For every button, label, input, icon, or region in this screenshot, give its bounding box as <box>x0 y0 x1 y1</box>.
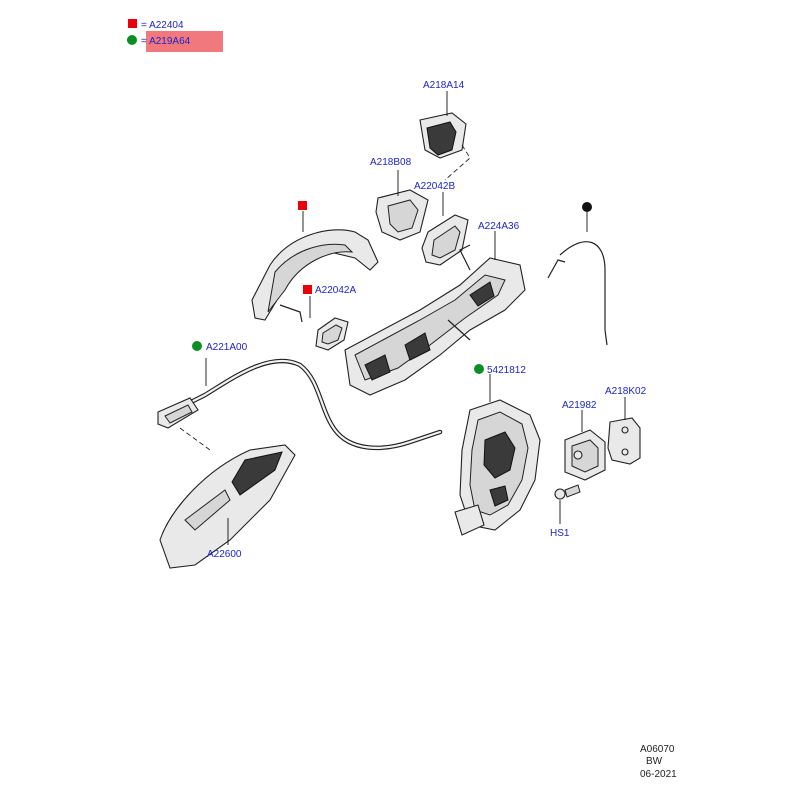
legend-circle-text: = A219A64 <box>141 36 191 47</box>
marker-black-cable <box>582 202 592 212</box>
label-a218b08: A218B08 <box>370 157 412 168</box>
label-a22600: A22600 <box>207 549 242 560</box>
part-a22042b-gasket <box>421 214 469 266</box>
marker-square-a22404 <box>298 201 307 210</box>
label-a218k02: A218K02 <box>605 386 647 397</box>
part-hs1-screw <box>554 484 581 500</box>
footer-code: A06070 <box>640 744 675 755</box>
part-a21982-striker <box>564 429 606 481</box>
label-5421812: 5421812 <box>487 365 526 376</box>
footer-type: BW <box>646 756 663 767</box>
label-a221a00: A221A00 <box>206 342 248 353</box>
label-a218a14: A218A14 <box>423 80 465 91</box>
part-a22404-outer-handle <box>251 229 379 323</box>
legend-square-text: = A22404 <box>141 20 184 31</box>
label-a224a36: A224A36 <box>478 221 520 232</box>
part-a224a36-bracket <box>344 244 526 396</box>
part-a218b08-bezel <box>375 189 429 241</box>
marker-circle-5421812 <box>474 364 484 374</box>
marker-square-a22042a <box>303 285 312 294</box>
footer-date: 06-2021 <box>640 769 677 780</box>
part-a218k02-shim <box>607 417 641 465</box>
part-a218a14-cap <box>419 112 467 159</box>
legend-square-marker <box>128 19 137 28</box>
label-hs1: HS1 <box>550 528 570 539</box>
label-a22042b: A22042B <box>414 181 455 192</box>
marker-circle-a221a00 <box>192 341 202 351</box>
legend-circle-marker <box>127 35 137 45</box>
part-a22042a-gasket <box>315 317 349 351</box>
part-a221a00-cable <box>157 358 443 451</box>
part-a22600-inner-handle <box>159 444 296 569</box>
label-a21982: A21982 <box>562 400 597 411</box>
legend-highlight <box>146 31 223 52</box>
label-a22042a: A22042A <box>315 285 356 296</box>
part-5421812-latch <box>454 399 541 536</box>
